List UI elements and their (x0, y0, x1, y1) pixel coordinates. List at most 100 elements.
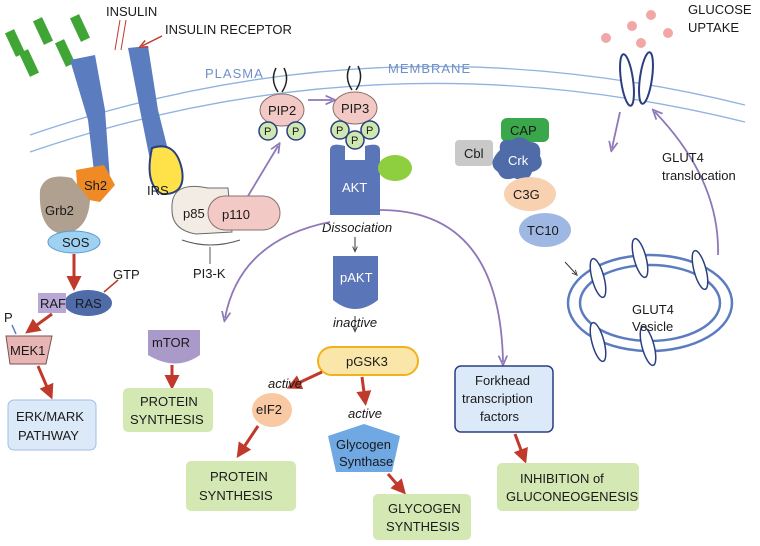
pip3-p1-label: P (336, 125, 343, 137)
arrow-pgsk3-eif2 (286, 370, 323, 389)
pip3-p2-label: P (366, 125, 373, 137)
sh2-label: Sh2 (84, 178, 107, 193)
grb2-shape (39, 176, 90, 234)
pi3k-label: PI3-K (193, 266, 226, 281)
glut4-vesicle-line-1: GLUT4 (632, 302, 674, 317)
akt-label: AKT (342, 180, 367, 195)
pip2-label: PIP2 (268, 103, 296, 118)
protein-synthesis-1-line-2: SYNTHESIS (130, 412, 204, 427)
pip3-p3-label: P (351, 135, 358, 147)
erk-mark-pathway-box (7, 399, 97, 451)
tc10-label: TC10 (527, 223, 559, 238)
glucose-uptake-line-1: GLUCOSE (688, 2, 752, 17)
forkhead-line-3: factors (480, 409, 520, 424)
c3g-label: C3G (513, 187, 540, 202)
arrow-translocation-up (655, 112, 719, 256)
glycogen-synthase-line-1: Glycogen (336, 437, 391, 452)
glut4-translocation-line-2: translocation (662, 168, 736, 183)
pgsk3-label: pGSK3 (346, 354, 388, 369)
inactive-label: inactive (333, 315, 377, 330)
sos-label: SOS (62, 235, 90, 250)
tc10-shape (519, 213, 571, 247)
c3g-shape (504, 177, 556, 211)
glucose-uptake-line-2: UPTAKE (688, 20, 739, 35)
irs-shape (148, 145, 184, 196)
crk-label: Crk (508, 153, 529, 168)
ras-shape (64, 290, 112, 316)
arrow-translocation-down (612, 111, 621, 148)
glucose-molecules (601, 10, 673, 48)
membrane-label: MEMBRANE (388, 61, 471, 76)
arrow-eif2-protein (236, 425, 260, 458)
active-label-2: active (348, 406, 382, 421)
p85-label: p85 (183, 206, 205, 221)
mtor-shape (148, 330, 200, 364)
raf-label: RAF (40, 296, 66, 311)
mtor-label: mTOR (152, 335, 190, 350)
glycogen-synthesis-box (373, 494, 471, 540)
glycogen-synthase-shape (328, 424, 400, 472)
forkhead-line-2: transcription (462, 391, 533, 406)
insulin-molecules (4, 14, 91, 77)
arrow-forkhead-inhibition (513, 433, 528, 464)
akt-partner-shape (378, 155, 412, 181)
protein-synthesis-1-line-1: PROTEIN (140, 394, 198, 409)
grb2-label: Grb2 (45, 203, 74, 218)
raf-shape (38, 293, 66, 313)
cbl-label: Cbl (464, 146, 484, 161)
cap-shape (501, 118, 549, 142)
protein-synthesis-2-line-2: SYNTHESIS (199, 488, 273, 503)
protein-synthesis-2-line-1: PROTEIN (210, 469, 268, 484)
glut4-membrane-transporter (619, 51, 654, 107)
insulin-receptor (70, 46, 168, 180)
arrow-akt-mtor (225, 221, 331, 318)
protein-synthesis-box-1 (123, 388, 213, 432)
forkhead-line-1: Forkhead (475, 373, 530, 388)
irs-label: IRS (147, 183, 169, 198)
mek1-shape (5, 335, 53, 365)
glut4-vesicle-line-2: Vesicle (632, 319, 673, 334)
pakt-label: pAKT (340, 270, 373, 285)
pip3-label: PIP3 (341, 101, 369, 116)
pip3-group (330, 65, 380, 150)
arrow-synthase-glycogen (386, 473, 406, 495)
ras-label: RAS (75, 296, 102, 311)
arrow-pgsk3-synthase (356, 376, 372, 406)
forkhead-box (454, 365, 554, 433)
pip2-p1-label: P (264, 126, 271, 138)
eif2-label: eIF2 (256, 402, 282, 417)
inhibition-line-1: INHIBITION of (520, 471, 604, 486)
cbl-shape (455, 140, 493, 166)
glut4-translocation-line-1: GLUT4 (662, 150, 704, 165)
arrow-raf-mek1 (25, 312, 53, 334)
glut4-vesicle (566, 237, 734, 367)
protein-synthesis-box-2 (186, 461, 296, 511)
glycogen-synthase-line-2: Synthase (339, 454, 393, 469)
gtp-label: GTP (113, 267, 140, 282)
inhibition-line-2: GLUCONEOGENESIS (506, 489, 639, 504)
pakt-shape (333, 256, 378, 309)
pip2-group (258, 67, 306, 141)
pip2-p2-label: P (292, 126, 299, 138)
arrow-mek1-erk (36, 365, 54, 400)
glycogen-synthesis-line-1: GLYCOGEN (388, 501, 461, 516)
plasma-label: PLASMA (205, 66, 264, 81)
insulin-receptor-label: INSULIN RECEPTOR (165, 22, 292, 37)
crk-shape (492, 137, 542, 180)
akt-shape (330, 144, 380, 215)
erk-line-1: ERK/MARK (16, 409, 84, 424)
arrow-akt-forkhead (379, 209, 503, 362)
dissociation-label: Dissociation (322, 220, 392, 235)
eif2-shape (252, 393, 292, 427)
p110-shape (207, 195, 281, 231)
p110-label: p110 (222, 207, 250, 222)
cap-label: CAP (510, 123, 537, 138)
erk-line-2: PATHWAY (18, 428, 79, 443)
glycogen-synthesis-line-2: SYNTHESIS (386, 519, 460, 534)
mek1-label: MEK1 (10, 343, 45, 358)
active-label-1: active (268, 376, 302, 391)
inhibition-box (497, 463, 639, 511)
insulin-label: INSULIN (106, 4, 157, 19)
